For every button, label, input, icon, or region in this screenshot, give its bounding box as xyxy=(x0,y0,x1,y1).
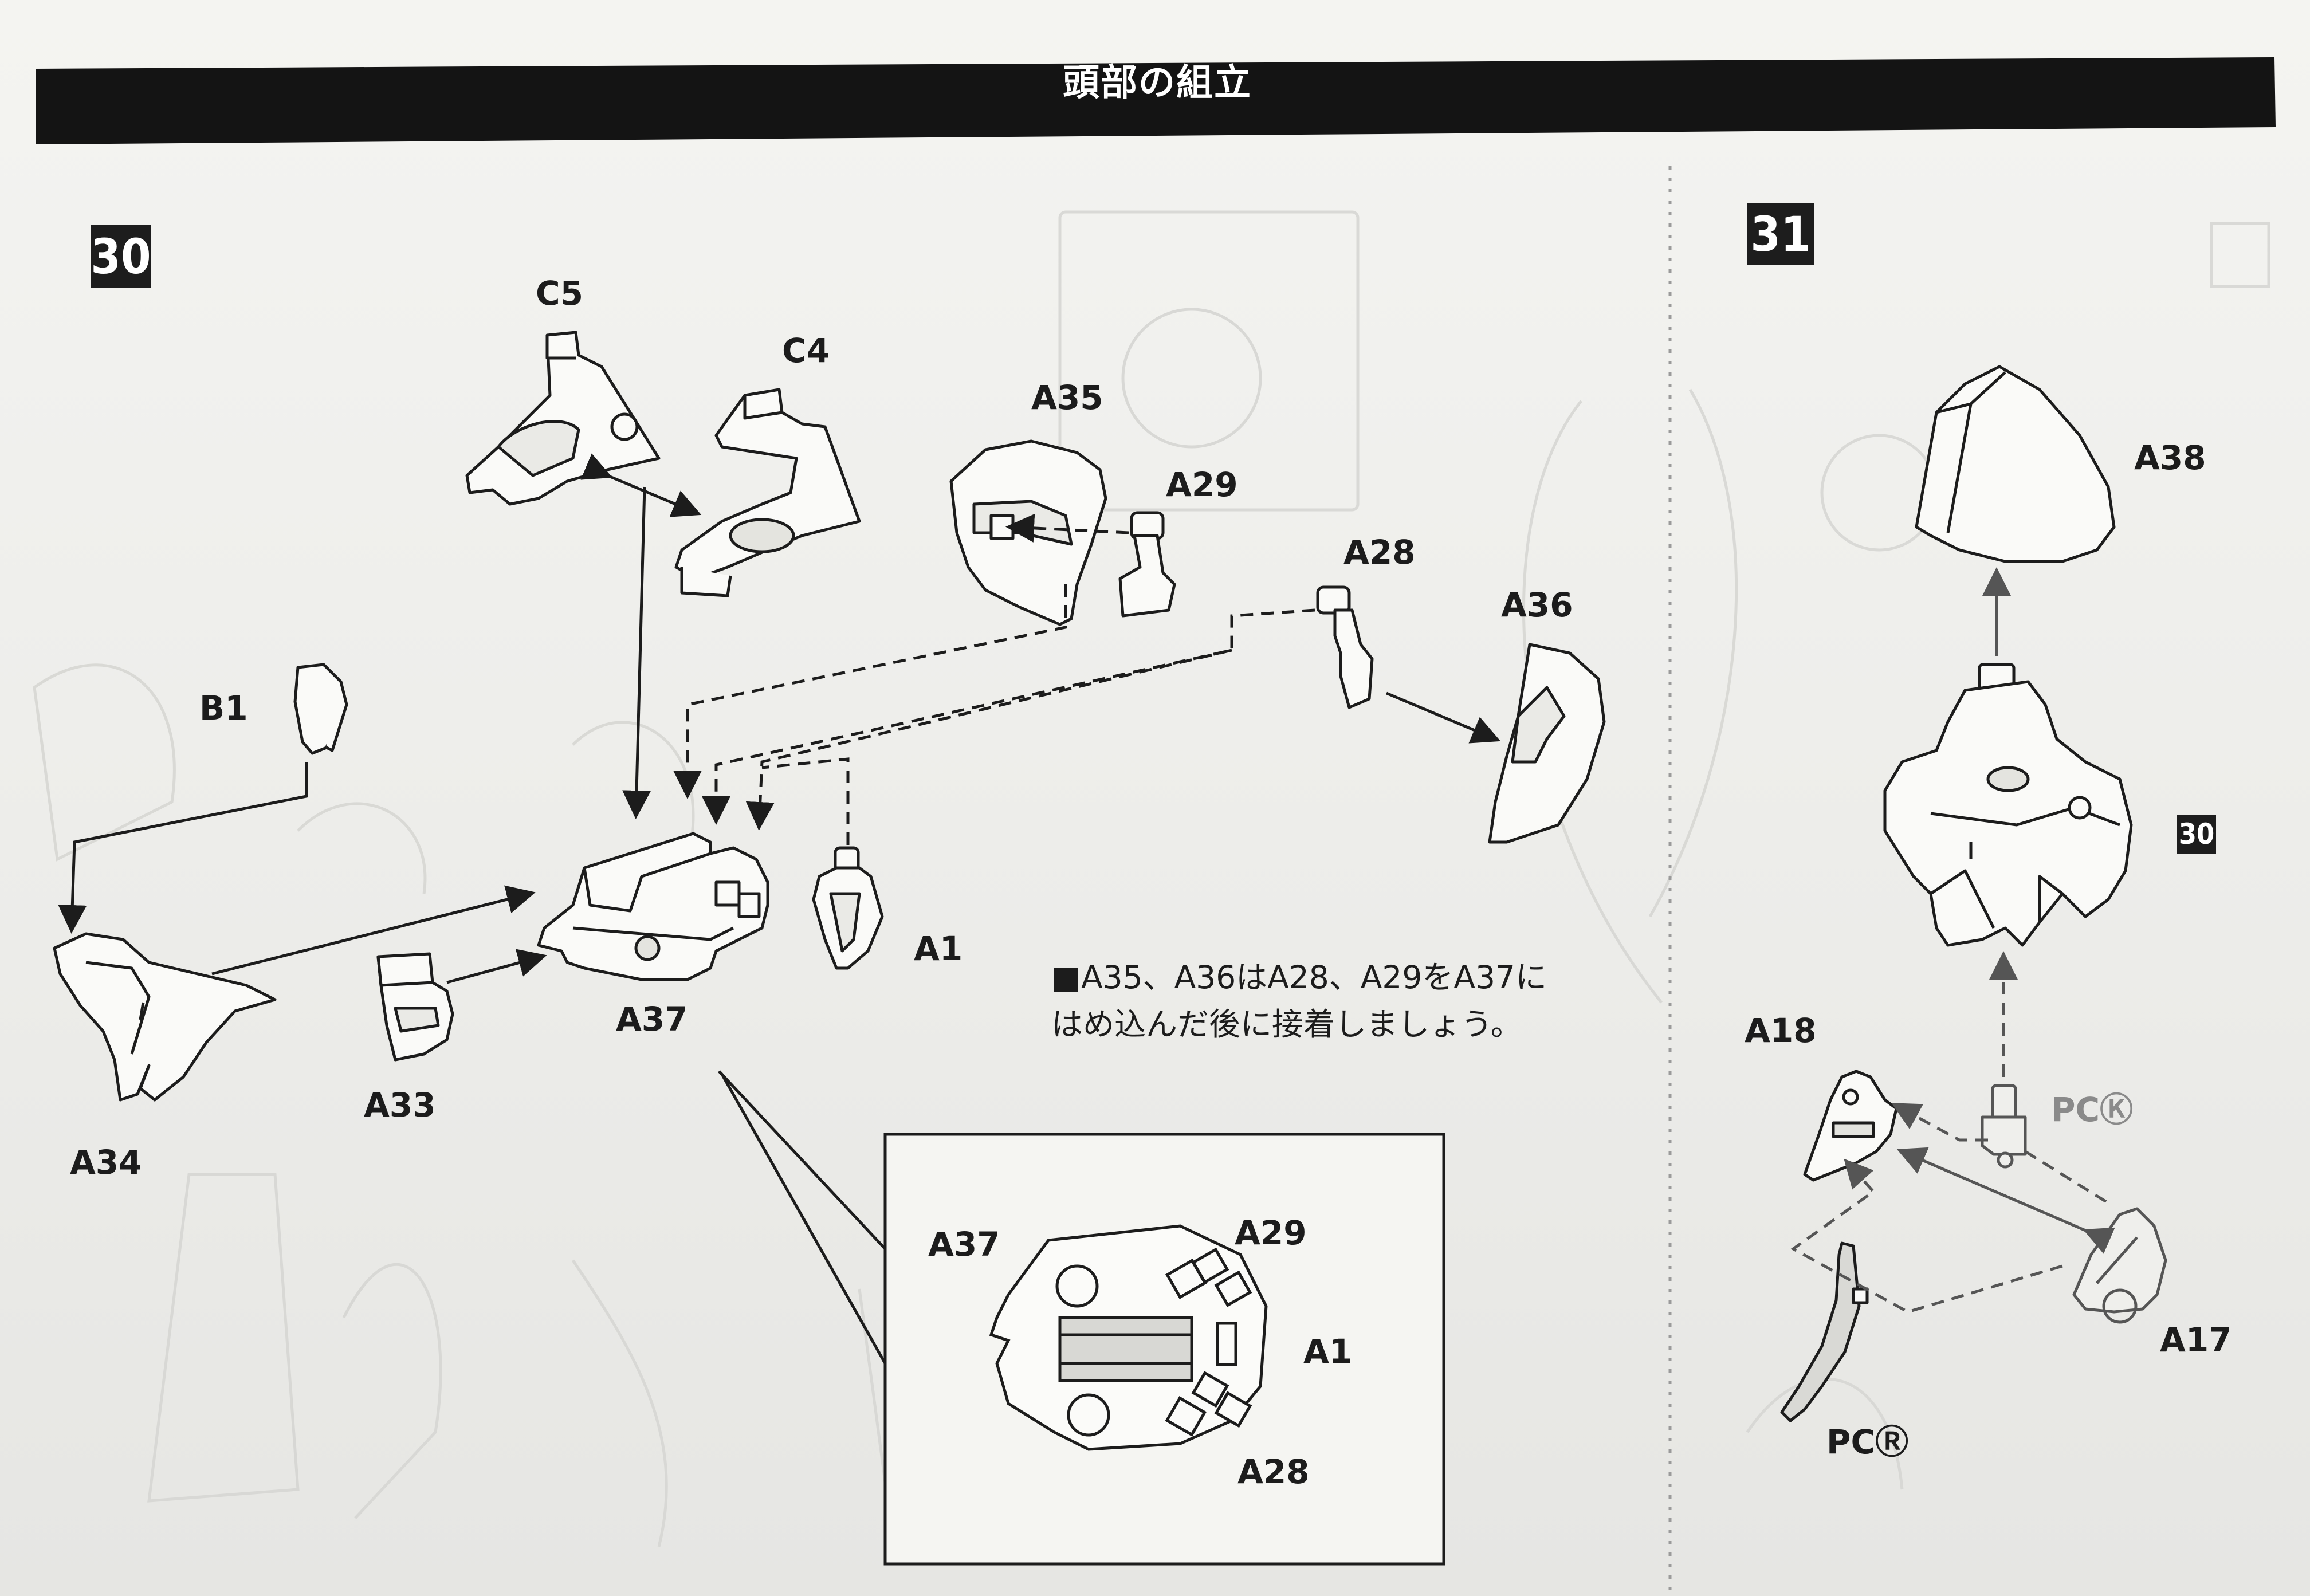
detail-inset xyxy=(883,1133,1445,1566)
label-a35: A35 xyxy=(1031,378,1103,417)
detail-label-a1: A1 xyxy=(1303,1332,1353,1371)
label-a34: A34 xyxy=(70,1143,142,1182)
label-a18: A18 xyxy=(1745,1011,1817,1050)
step-number-30: 30 xyxy=(91,225,151,288)
label-c5: C5 xyxy=(536,274,583,313)
note-line-1: ■A35、A36はA28、A29をA37に xyxy=(1051,959,1547,996)
label-a1: A1 xyxy=(914,929,963,968)
header-bar xyxy=(36,57,2276,144)
label-a36: A36 xyxy=(1501,585,1573,624)
part-a34 xyxy=(53,932,277,1102)
part-a37 xyxy=(537,832,769,981)
part-pc-r xyxy=(1780,1241,1869,1422)
part-a29 xyxy=(1118,511,1176,618)
label-a17: A17 xyxy=(2160,1320,2232,1359)
part-c4 xyxy=(674,388,861,597)
page-title: 頭部の組立 xyxy=(1063,62,1252,104)
part-a35 xyxy=(949,439,1107,626)
step-ref-30: 30 xyxy=(2177,815,2216,854)
label-a37: A37 xyxy=(616,1000,688,1039)
label-a33: A33 xyxy=(364,1086,436,1125)
label-b1: B1 xyxy=(199,689,248,728)
part-a36 xyxy=(1488,643,1606,844)
part-a38 xyxy=(1915,365,2116,563)
label-a38: A38 xyxy=(2134,438,2206,477)
part-b1 xyxy=(293,663,348,755)
label-pc-k: PCⓀ xyxy=(2051,1090,2134,1129)
part-a17 xyxy=(2072,1207,2167,1324)
part-pc-k xyxy=(1981,1084,2027,1169)
note-line-2: はめ込んだ後に接着しましょう。 xyxy=(1051,1006,1522,1043)
label-a28: A28 xyxy=(1343,533,1416,572)
detail-label-a28: A28 xyxy=(1238,1452,1310,1491)
assembly-note: ■A35、A36はA28、A29をA37に はめ込んだ後に接着しましょう。 xyxy=(1051,954,1624,1048)
part-c5 xyxy=(465,331,661,506)
part-a28 xyxy=(1316,585,1374,709)
label-a29: A29 xyxy=(1166,465,1238,504)
detail-label-a29: A29 xyxy=(1235,1213,1307,1252)
part-a33 xyxy=(376,952,454,1062)
step-number-31: 31 xyxy=(1747,203,1814,265)
part-head-assembly xyxy=(1883,663,2133,947)
label-pc-r: PCⓇ xyxy=(1826,1422,1909,1461)
part-a18 xyxy=(1803,1070,1898,1182)
detail-label-a37: A37 xyxy=(928,1225,1000,1264)
part-a1 xyxy=(812,846,884,970)
label-c4: C4 xyxy=(782,331,830,370)
